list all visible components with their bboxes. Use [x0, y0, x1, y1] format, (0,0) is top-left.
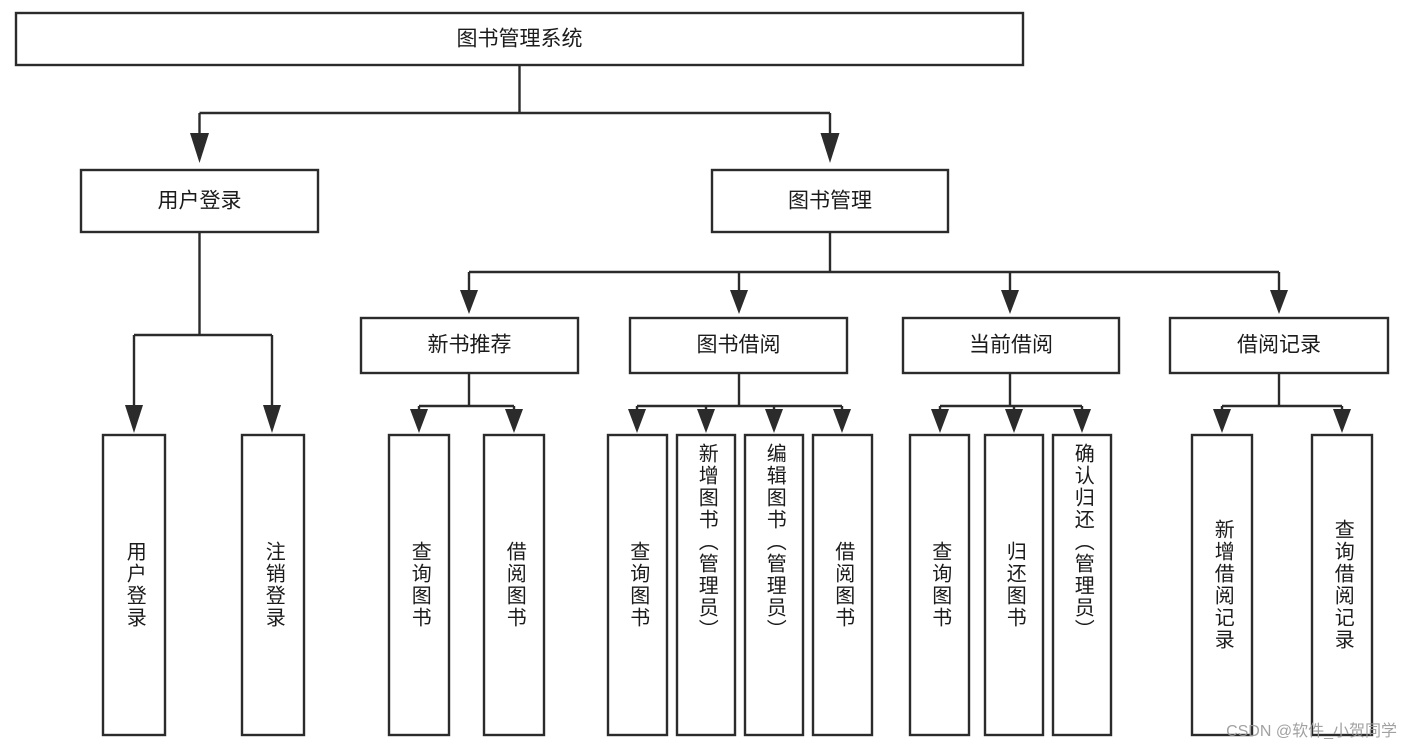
leaf-box-user-login[interactable]: [101, 433, 167, 737]
arrow-head-leaf-borrow-book-1: [505, 409, 523, 433]
node-new-book-rec-label: 新书推荐: [428, 334, 512, 357]
node-user-login-label: 用户登录: [158, 190, 242, 213]
node-new-book-rec[interactable]: 新书推荐: [359, 316, 580, 375]
arrow-head-leaf-add-record: [1213, 409, 1231, 433]
arrow-head-leaf-add-book: [697, 409, 715, 433]
arrow-head-leaf-query-book-3: [931, 409, 949, 433]
arrow-head-leaf-edit-book: [765, 409, 783, 433]
node-book-manage-label: 图书管理: [788, 190, 872, 213]
connector-group-new-book-rec: [410, 373, 523, 433]
arrow-head-leaf-query-book-1: [410, 409, 428, 433]
leaf-box-query-record[interactable]: [1310, 433, 1374, 737]
node-current-borrow[interactable]: 当前借阅: [901, 316, 1121, 375]
leaf-box-add-book[interactable]: [675, 433, 737, 737]
leaf-box-borrow-book-1[interactable]: [482, 433, 546, 737]
leaf-box-query-book-1[interactable]: [387, 433, 451, 737]
connector-group-user-login: [125, 232, 281, 433]
node-borrow-record-label: 借阅记录: [1237, 334, 1321, 357]
connector-group-root: [190, 65, 840, 163]
node-root-box[interactable]: [14, 11, 1025, 67]
connector-group-current-borrow: [931, 373, 1091, 433]
node-current-borrow-box[interactable]: [901, 316, 1121, 375]
node-book-borrow-label: 图书借阅: [697, 334, 781, 357]
node-root-label: 图书管理系统: [457, 28, 583, 51]
leaf-box-logout[interactable]: [240, 433, 306, 737]
node-borrow-record[interactable]: 借阅记录: [1168, 316, 1390, 375]
node-new-book-rec-box[interactable]: [359, 316, 580, 375]
connector-group-book-borrow: [628, 373, 851, 433]
node-current-borrow-label: 当前借阅: [969, 334, 1053, 357]
leaf-box-query-book-3[interactable]: [908, 433, 971, 737]
leaf-box-add-record[interactable]: [1190, 433, 1254, 737]
arrow-head-leaf-logout: [263, 405, 281, 433]
leaf-box-query-book-2[interactable]: [606, 433, 669, 737]
arrow-head-book-manage: [820, 133, 840, 163]
arrow-head-current-borrow: [1001, 290, 1019, 314]
arrow-head-leaf-user-login: [125, 405, 143, 433]
connector-group-borrow-record: [1213, 373, 1351, 433]
node-book-manage[interactable]: 图书管理: [710, 168, 950, 234]
arrow-head-leaf-confirm-return: [1073, 409, 1091, 433]
node-book-borrow[interactable]: 图书借阅: [628, 316, 849, 375]
node-book-borrow-box[interactable]: [628, 316, 849, 375]
leaf-box-confirm-return[interactable]: [1051, 433, 1113, 737]
leaf-box-borrow-book-2[interactable]: [811, 433, 874, 737]
node-book-manage-box[interactable]: [710, 168, 950, 234]
arrow-head-leaf-borrow-book-2: [833, 409, 851, 433]
arrow-head-leaf-query-book-2: [628, 409, 646, 433]
arrow-head-leaf-query-record: [1333, 409, 1351, 433]
arrow-head-new-book-rec: [460, 290, 478, 314]
arrow-head-book-borrow: [730, 290, 748, 314]
node-user-login-box[interactable]: [79, 168, 320, 234]
leaf-boxes: [101, 433, 1374, 737]
arrow-head-borrow-record: [1270, 290, 1288, 314]
node-user-login[interactable]: 用户登录: [79, 168, 320, 234]
leaf-box-return-book[interactable]: [983, 433, 1045, 737]
connector-group-book-manage: [460, 232, 1288, 314]
node-root[interactable]: 图书管理系统: [14, 11, 1025, 67]
node-borrow-record-box[interactable]: [1168, 316, 1390, 375]
arrow-head-leaf-return-book: [1005, 409, 1023, 433]
arrow-head-user-login: [190, 133, 209, 163]
leaf-box-edit-book[interactable]: [743, 433, 805, 737]
